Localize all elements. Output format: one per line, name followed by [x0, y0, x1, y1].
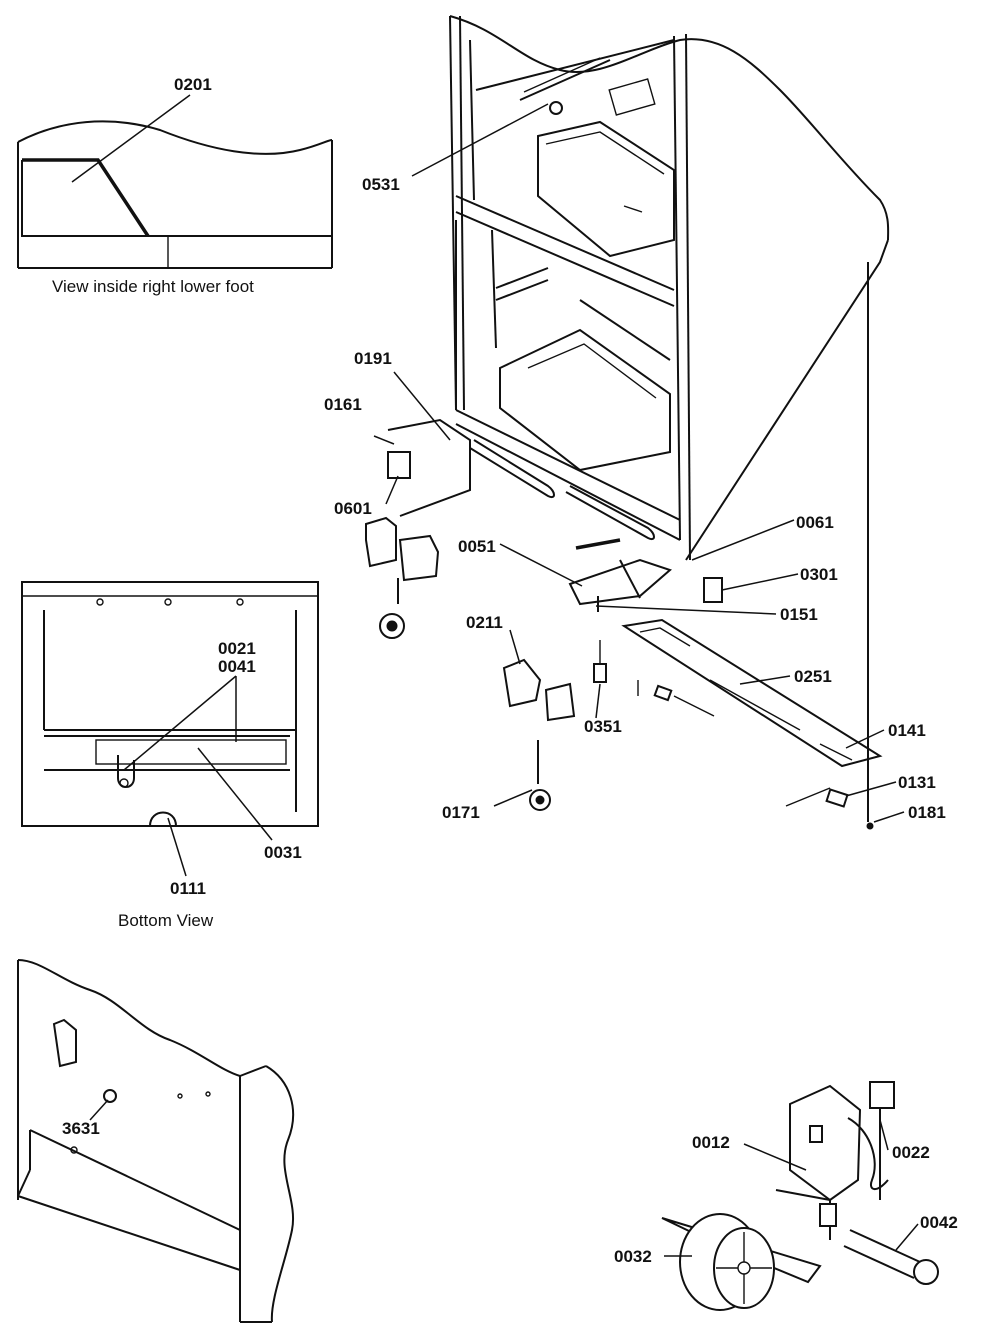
center-bracket-assembly [502, 538, 883, 830]
part-label-0051: 0051 [458, 537, 496, 556]
part-label-0171: 0171 [442, 803, 480, 822]
cabinet-assembly [449, 15, 890, 820]
part-label-0211: 0211 [466, 613, 503, 632]
inset-caption: View inside right lower foot [52, 277, 254, 296]
main-leader-lines [385, 103, 905, 823]
side-panel-view: 3631 [17, 959, 295, 1323]
inset-caption: Bottom View [118, 911, 214, 930]
part-label-0301: 0301 [800, 565, 838, 584]
part-label-0061: 0061 [796, 513, 834, 532]
inset-lower-foot: 0201 View inside right lower foot [17, 75, 333, 296]
main-labels: 0531 0191 0161 0601 0061 0051 0301 0151 … [324, 175, 946, 822]
inset-bottom-view: 0021 0041 0031 0111 Bottom View [21, 581, 319, 930]
part-label-0251: 0251 [794, 667, 832, 686]
part-label-0151: 0151 [780, 605, 818, 624]
part-label-0531: 0531 [362, 175, 400, 194]
part-label-0351: 0351 [584, 717, 622, 736]
part-label-0161: 0161 [324, 395, 362, 414]
part-label-0191: 0191 [354, 349, 392, 368]
part-label-0031: 0031 [264, 843, 302, 862]
part-label-0131: 0131 [898, 773, 936, 792]
part-label-0042: 0042 [920, 1213, 958, 1232]
part-label-0111: 0111 [170, 879, 206, 898]
part-label-0032: 0032 [614, 1247, 652, 1266]
part-label-0181: 0181 [908, 803, 946, 822]
caster-detail: 0012 0022 0042 0032 [614, 1081, 958, 1311]
part-label-0041: 0041 [218, 657, 256, 676]
part-label-0022: 0022 [892, 1143, 930, 1162]
part-label-0141: 0141 [888, 721, 926, 740]
part-label-0201: 0201 [174, 75, 212, 94]
left-caster-assembly [365, 371, 471, 639]
part-label-3631: 3631 [62, 1119, 100, 1138]
part-label-0012: 0012 [692, 1133, 730, 1152]
part-label-0601: 0601 [334, 499, 372, 518]
part-label-0021: 0021 [218, 639, 256, 658]
